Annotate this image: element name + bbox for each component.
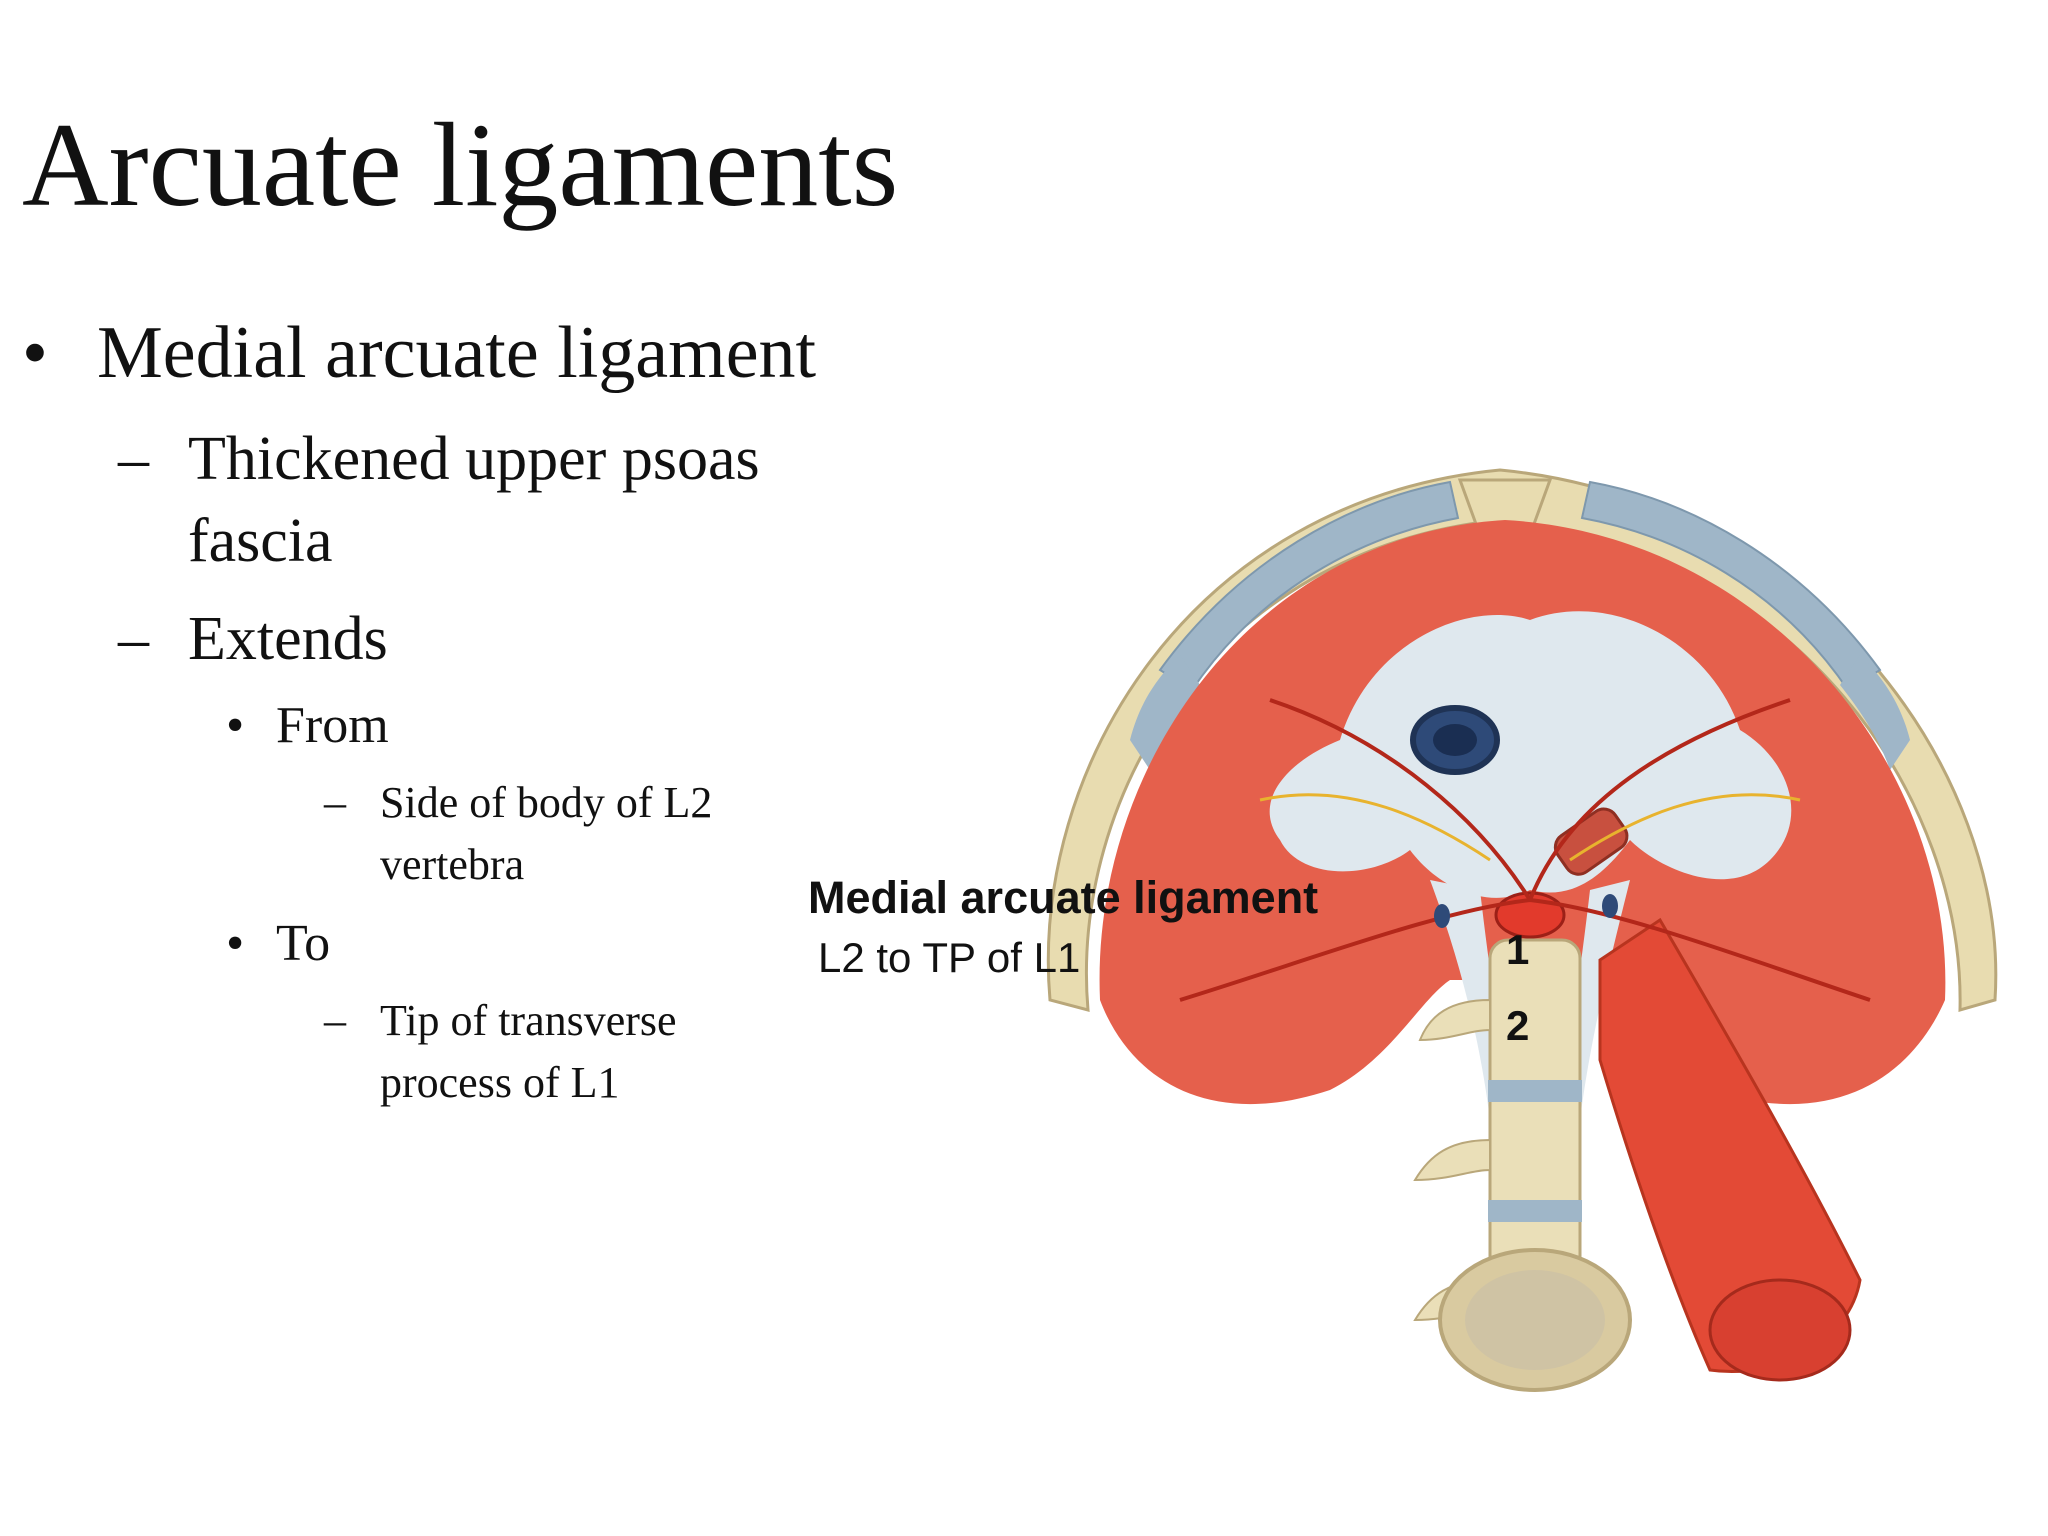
to-detail-line2: process of L1 [380,1058,620,1107]
from-detail-line1: Side of body of L2 [380,778,713,827]
bullet-to: To [276,915,331,972]
vertebra-label-1: 1 [1506,926,1530,973]
bullet-marker: • [226,915,245,972]
bullet-medial-arcuate-ligament: Medial arcuate ligament [97,312,817,394]
bullet-marker: • [22,312,48,394]
to-detail-line1: Tip of transverse [380,996,677,1045]
sub-bullet-extends: Extends [188,605,388,673]
bullet-marker: • [226,697,245,754]
vertebra-label-2: 2 [1506,1002,1530,1049]
diaphragm-illustration [1046,468,1998,1392]
sub-bullet-thickened-line2: fascia [188,507,333,575]
dash-marker: – [118,605,149,673]
callout-medial-arcuate-ligament: Medial arcuate ligament [808,872,1319,923]
bullet-from: From [276,697,389,754]
sub-bullet-thickened-line1: Thickened upper psoas [188,425,760,493]
callout-l2-to-tp-of-l1: L2 to TP of L1 [818,934,1081,981]
dash-marker: – [324,996,346,1045]
slide-title: Arcuate ligaments [22,98,899,231]
dash-marker: – [118,425,149,493]
dash-marker: – [324,778,346,827]
from-detail-line2: vertebra [380,840,525,889]
